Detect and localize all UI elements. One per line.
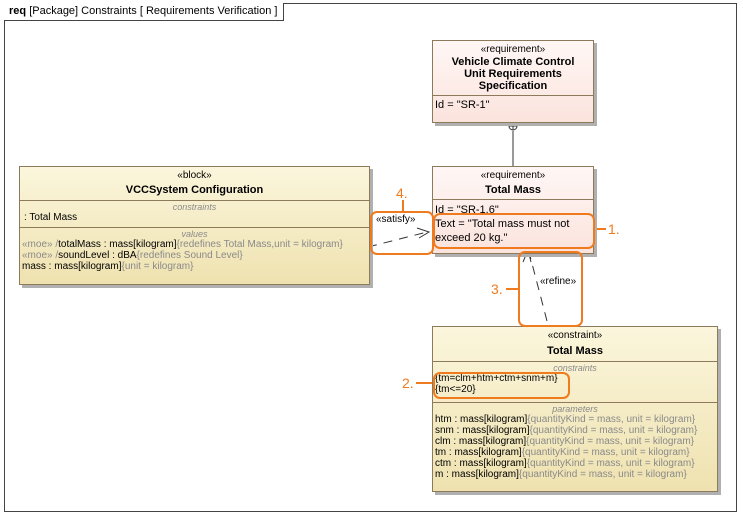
diagram-frame <box>4 3 737 512</box>
parameter-name: m <box>435 469 444 480</box>
satisfy-arrowhead-icon <box>416 227 431 239</box>
value-name: totalMass <box>58 239 101 250</box>
requirement-text-line: exceed 20 kg." <box>435 232 508 244</box>
requirement-id: Id = "SR-1" <box>435 99 490 111</box>
parameter-type: : mass[kilogram] <box>451 414 528 425</box>
containment-icon <box>508 121 518 131</box>
parameter-type: : mass[kilogram] <box>451 458 527 469</box>
callout-4-highlight <box>370 211 434 255</box>
constraint-parameter[interactable]: clm : mass[kilogram]{quantityKind = mass… <box>435 436 715 447</box>
parameter-type: : mass[kilogram] <box>446 447 522 458</box>
value-type: : dBA <box>109 250 137 261</box>
value-stereotype: «moe» / <box>22 239 59 250</box>
constraint-expression[interactable]: {tm<=20} <box>435 384 476 395</box>
parameter-type: : mass[kilogram] <box>453 425 530 436</box>
value-modifiers: {unit = kilogram} <box>121 261 194 272</box>
constraint-name: Total Mass <box>546 345 604 357</box>
requirement-total-mass[interactable]: «requirement» Total Mass Id = "SR-1.6" T… <box>432 166 594 254</box>
parameter-name: ctm <box>435 458 452 469</box>
compartment-label-constraints: constraints <box>172 202 217 212</box>
parameter-modifiers: {quantityKind = mass, unit = kilogram} <box>518 469 687 480</box>
parameter-modifiers: {quantityKind = mass, unit = kilogram} <box>526 436 695 447</box>
diagram-frame-tab: req [Package] Constraints [ Requirements… <box>4 3 285 21</box>
frame-kind: req <box>9 5 27 17</box>
constraint-parameter[interactable]: snm : mass[kilogram]{quantityKind = mass… <box>435 425 715 436</box>
satisfy-dependency-line[interactable] <box>367 231 428 248</box>
callout-3-highlight <box>518 251 583 327</box>
parameter-type: : mass[kilogram] <box>443 469 519 480</box>
requirement-stereotype: «requirement» <box>480 44 546 55</box>
requirement-text-line: Text = "Total mass must not <box>435 218 570 230</box>
constraint-stereotype: «constraint» <box>547 330 603 341</box>
value-property[interactable]: «moe» /totalMass : mass[kilogram]{redefi… <box>22 239 367 250</box>
value-name: mass <box>22 261 46 272</box>
callout-1-number: 1. <box>608 221 620 237</box>
parameter-modifiers: {quantityKind = mass, unit = kilogram} <box>526 458 695 469</box>
callout-3-number: 3. <box>491 281 503 297</box>
parameter-modifiers: {quantityKind = mass, unit = kilogram} <box>521 447 690 458</box>
compartment-label-values: values <box>181 229 208 239</box>
parameter-modifiers: {quantityKind = mass, unit = kilogram} <box>527 414 696 425</box>
block-vccsystem-configuration[interactable]: «block» VCCSystem Configuration constrai… <box>19 166 370 285</box>
requirement-name-line: Unit Requirements <box>464 68 562 80</box>
requirement-vccu-spec[interactable]: «requirement» Vehicle Climate Control Un… <box>432 40 594 123</box>
refine-label: «refine» <box>540 276 577 287</box>
callout-4-number: 4. <box>396 185 408 201</box>
value-property[interactable]: mass : mass[kilogram]{unit = kilogram} <box>22 261 367 272</box>
block-constraint-item[interactable]: : Total Mass <box>24 212 78 223</box>
value-stereotype: «moe» / <box>22 250 59 261</box>
constraint-expression[interactable]: {tm=clm+htm+ctm+snm+m} <box>435 373 558 384</box>
compartment-label-parameters: parameters <box>552 404 598 414</box>
satisfy-label: «satisfy» <box>376 214 416 225</box>
block-name: VCCSystem Configuration <box>125 184 264 196</box>
constraint-parameter[interactable]: m : mass[kilogram]{quantityKind = mass, … <box>435 469 715 480</box>
parameter-modifiers: {quantityKind = mass, unit = kilogram} <box>529 425 698 436</box>
constraint-block-total-mass[interactable]: «constraint» Total Mass constraints {tm=… <box>432 326 718 492</box>
callout-1-highlight <box>433 213 595 249</box>
requirement-name-line: Specification <box>478 80 548 92</box>
value-name: soundLevel <box>58 250 110 261</box>
value-type: : mass[kilogram] <box>45 261 122 272</box>
constraint-parameter[interactable]: ctm : mass[kilogram]{quantityKind = mass… <box>435 458 715 469</box>
parameter-type: : mass[kilogram] <box>450 436 527 447</box>
constraint-parameter[interactable]: tm : mass[kilogram]{quantityKind = mass,… <box>435 447 715 458</box>
parameter-name: clm <box>435 436 451 447</box>
constraint-parameter[interactable]: htm : mass[kilogram]{quantityKind = mass… <box>435 414 715 425</box>
callout-2-highlight <box>433 372 570 399</box>
parameter-name: tm <box>435 447 447 458</box>
frame-title: [Package] Constraints [ Requirements Ver… <box>29 5 278 17</box>
value-property[interactable]: «moe» /soundLevel : dBA{redefines Sound … <box>22 250 367 261</box>
requirement-stereotype: «requirement» <box>480 170 546 181</box>
refine-dependency-line[interactable] <box>528 251 548 322</box>
callout-2-number: 2. <box>402 375 414 391</box>
requirement-name: Total Mass <box>484 184 542 196</box>
parameter-name: htm <box>435 414 452 425</box>
compartment-label-constraints: constraints <box>553 363 597 373</box>
block-stereotype: «block» <box>177 170 212 181</box>
value-type: : mass[kilogram] <box>100 239 177 250</box>
value-modifiers: {redefines Sound Level} <box>136 250 243 261</box>
value-modifiers: {redefines Total Mass,unit = kilogram} <box>176 239 343 250</box>
parameter-name: snm <box>435 425 454 436</box>
requirement-name-line: Vehicle Climate Control <box>451 56 575 68</box>
